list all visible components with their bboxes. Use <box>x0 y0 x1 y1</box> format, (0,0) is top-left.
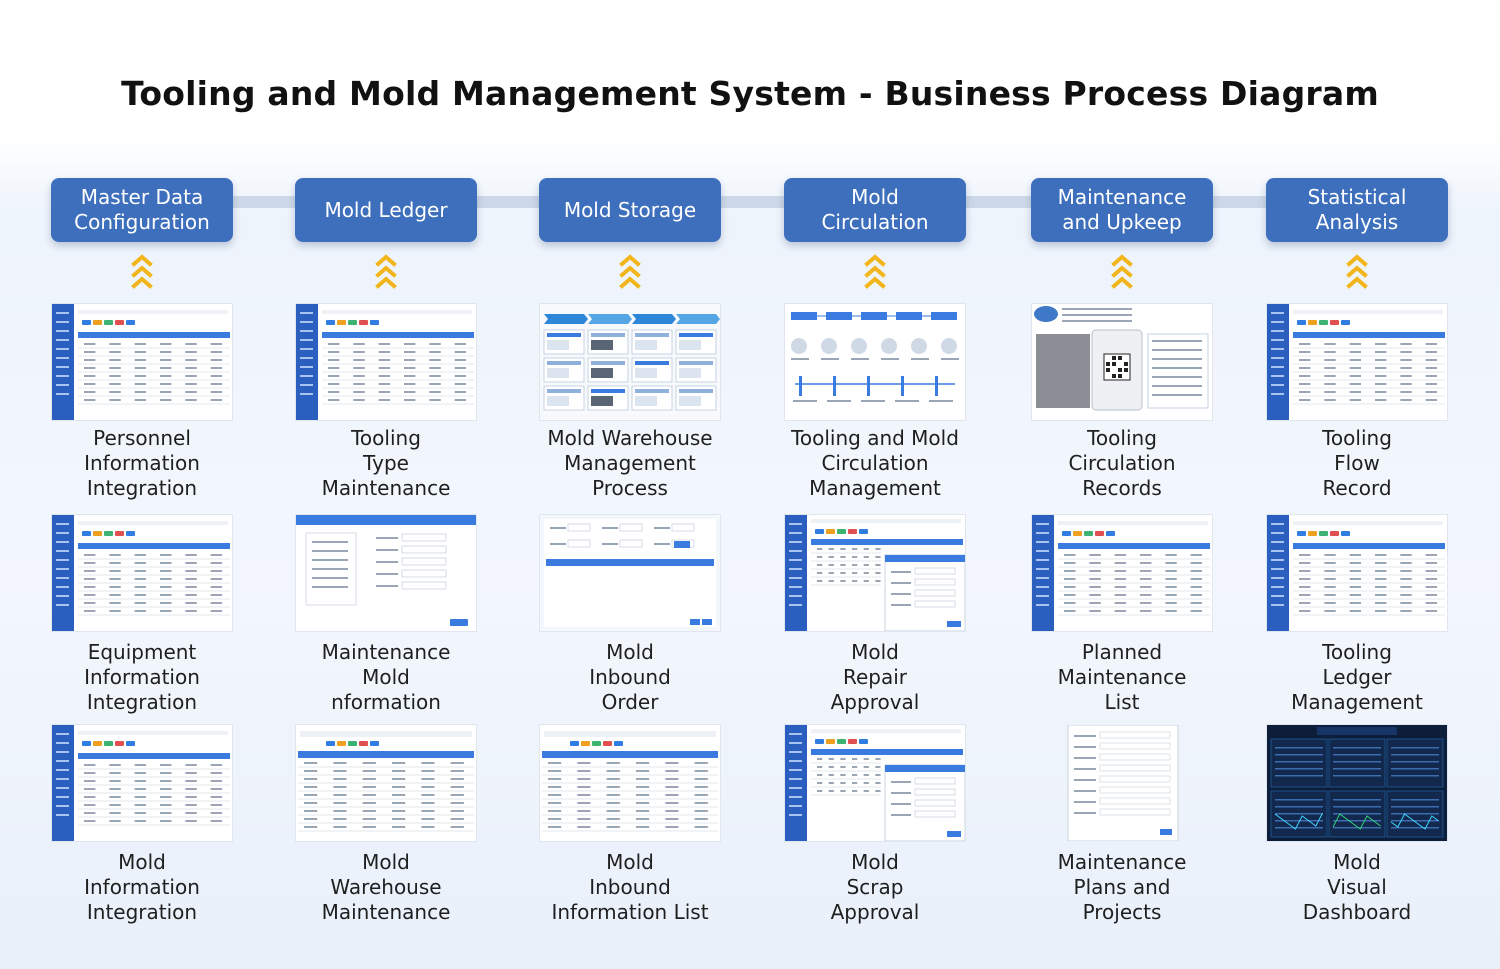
item-caption: Tooling Flow Record <box>1322 426 1392 500</box>
thumbnail-image <box>1267 304 1445 420</box>
screenshot-thumbnail <box>540 304 720 420</box>
thumbnail-image <box>52 725 230 841</box>
thumbnail-image <box>298 731 474 832</box>
stage-header: Mold Circulation <box>784 178 966 242</box>
screenshot-thumbnail <box>1267 515 1447 631</box>
chevron-up-icon <box>1111 254 1133 289</box>
screenshot-thumbnail <box>1267 725 1447 841</box>
stage-header: Statistical Analysis <box>1266 178 1448 242</box>
thumbnail-image <box>785 304 965 420</box>
item-caption: Mold Repair Approval <box>830 640 920 714</box>
thumbnail-image <box>540 515 720 631</box>
item-caption: Tooling Ledger Management <box>1291 640 1423 714</box>
screenshot-thumbnail <box>785 725 965 841</box>
stage-header: Master Data Configuration <box>51 178 233 242</box>
item-caption: Mold Inbound Information List <box>551 850 709 924</box>
thumbnail-image <box>1067 725 1179 841</box>
item-caption: Personnel Information Integration <box>84 426 200 500</box>
item-caption: Mold Information Integration <box>84 850 200 924</box>
screenshot-thumbnail <box>1032 515 1212 631</box>
screenshot-thumbnail <box>52 515 232 631</box>
stage-header: Mold Storage <box>539 178 721 242</box>
screenshot-thumbnail <box>296 515 476 631</box>
screenshot-thumbnail <box>785 304 965 420</box>
page-title: Tooling and Mold Management System - Bus… <box>121 74 1379 113</box>
item-caption: Mold Visual Dashboard <box>1302 850 1412 924</box>
item-caption: Planned Maintenance List <box>1057 640 1187 714</box>
screenshot-thumbnail <box>52 725 232 841</box>
screenshot-thumbnail <box>540 725 720 841</box>
thumbnail-image <box>1267 725 1447 841</box>
screenshot-thumbnail <box>540 515 720 631</box>
item-caption: Mold Inbound Order <box>589 640 671 714</box>
item-caption: Equipment Information Integration <box>84 640 200 714</box>
stage-header: Mold Ledger <box>295 178 477 242</box>
screenshot-thumbnail <box>296 304 476 420</box>
chevron-up-icon <box>619 254 641 289</box>
stage-header: Maintenance and Upkeep <box>1031 178 1213 242</box>
chevron-up-icon <box>864 254 886 289</box>
item-caption: Tooling Circulation Records <box>1068 426 1176 500</box>
screenshot-thumbnail <box>296 725 476 841</box>
thumbnail-image <box>785 725 965 841</box>
screenshot-thumbnail <box>52 304 232 420</box>
item-caption: Mold Warehouse Management Process <box>547 426 713 500</box>
thumbnail-image <box>52 304 230 420</box>
item-caption: Maintenance Plans and Projects <box>1057 850 1187 924</box>
screenshot-thumbnail <box>1267 304 1447 420</box>
thumbnail-image <box>52 515 230 631</box>
item-caption: Tooling Type Maintenance <box>321 426 451 500</box>
thumbnail-image <box>785 515 965 631</box>
screenshot-thumbnail <box>785 515 965 631</box>
thumbnail-image <box>1032 304 1212 420</box>
item-caption: Mold Warehouse Maintenance <box>321 850 451 924</box>
chevron-up-icon <box>1346 254 1368 289</box>
thumbnail-image <box>540 304 720 420</box>
thumbnail-image <box>542 731 718 832</box>
item-caption: Mold Scrap Approval <box>830 850 920 924</box>
thumbnail-image <box>1267 515 1445 631</box>
item-caption: Tooling and Mold Circulation Management <box>791 426 959 500</box>
chevron-up-icon <box>375 254 397 289</box>
screenshot-thumbnail <box>1032 725 1212 841</box>
thumbnail-image <box>296 304 474 420</box>
thumbnail-image <box>296 515 476 626</box>
thumbnail-image <box>1032 515 1210 631</box>
item-caption: Maintenance Mold nformation <box>321 640 451 714</box>
chevron-up-icon <box>131 254 153 289</box>
screenshot-thumbnail <box>1032 304 1212 420</box>
